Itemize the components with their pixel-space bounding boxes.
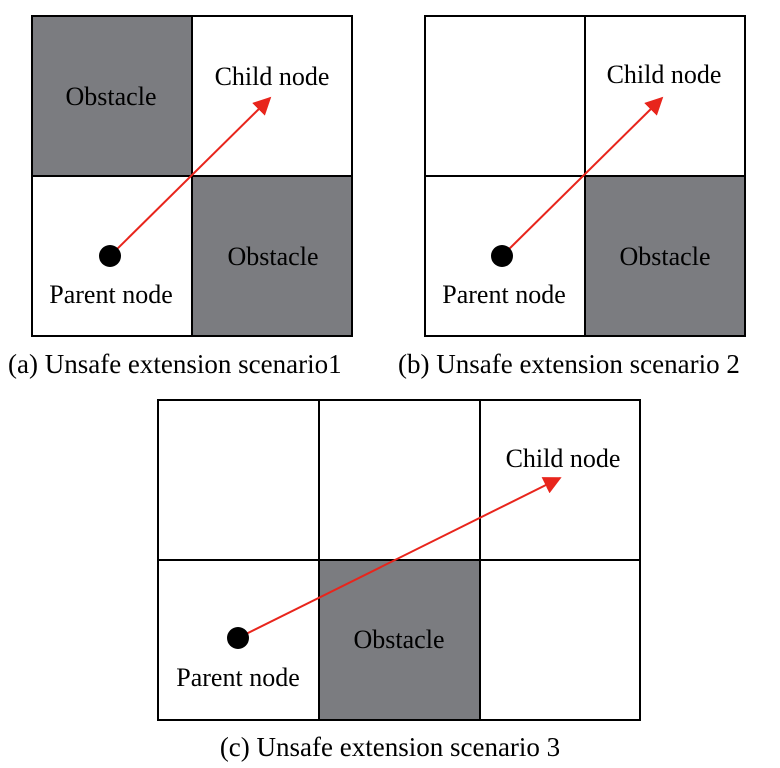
panel-a-extension-arrow (109, 96, 272, 257)
panel-a-parent-node-label: Parent node (49, 280, 172, 309)
panel-b-free-cell-top-right (585, 16, 745, 176)
panel-c-obstacle-cell-bottom-middle (319, 560, 480, 720)
panel-c-extension-arrow (237, 477, 562, 639)
panel-a-caption: (a) Unsafe extension scenario1 (8, 349, 342, 379)
panel-a-parent-node (99, 245, 121, 267)
panel-a-obstacle-label-1: Obstacle (66, 82, 157, 111)
panel-c-free-cell-bottom-right (480, 560, 640, 720)
panel-b-parent-node-label: Parent node (442, 280, 565, 309)
panel-c-free-cell-top-right (480, 400, 640, 560)
panel-c-free-cell-top-left (158, 400, 319, 560)
panel-c: Obstacle Child node Parent node (c) Unsa… (157, 399, 641, 762)
panel-a-obstacle-cell-bottom-right (192, 176, 352, 336)
panel-a-obstacle-label-2: Obstacle (228, 242, 319, 271)
panel-b-caption: (b) Unsafe extension scenario 2 (398, 349, 740, 379)
panel-c-caption: (c) Unsafe extension scenario 3 (220, 732, 560, 762)
panel-b-free-cell-top-left (425, 16, 585, 176)
panel-b: Obstacle Child node Parent node (b) Unsa… (398, 15, 746, 379)
panel-a: Obstacle Obstacle Child node Parent node… (8, 15, 353, 379)
panel-c-parent-node (227, 627, 249, 649)
panel-a-child-node-label: Child node (215, 62, 330, 91)
panel-c-parent-node-label: Parent node (176, 663, 299, 692)
panel-c-free-cell-top-middle (319, 400, 480, 560)
panel-a-obstacle-cell-top-left (32, 16, 192, 176)
panel-b-obstacle-label: Obstacle (620, 242, 711, 271)
panel-b-parent-node (491, 245, 513, 267)
panel-b-obstacle-cell-bottom-right (585, 176, 745, 336)
panel-b-child-node-label: Child node (607, 60, 722, 89)
panel-c-obstacle-label: Obstacle (354, 625, 445, 654)
panel-c-child-node-label: Child node (506, 444, 621, 473)
panel-b-extension-arrow (501, 96, 664, 257)
